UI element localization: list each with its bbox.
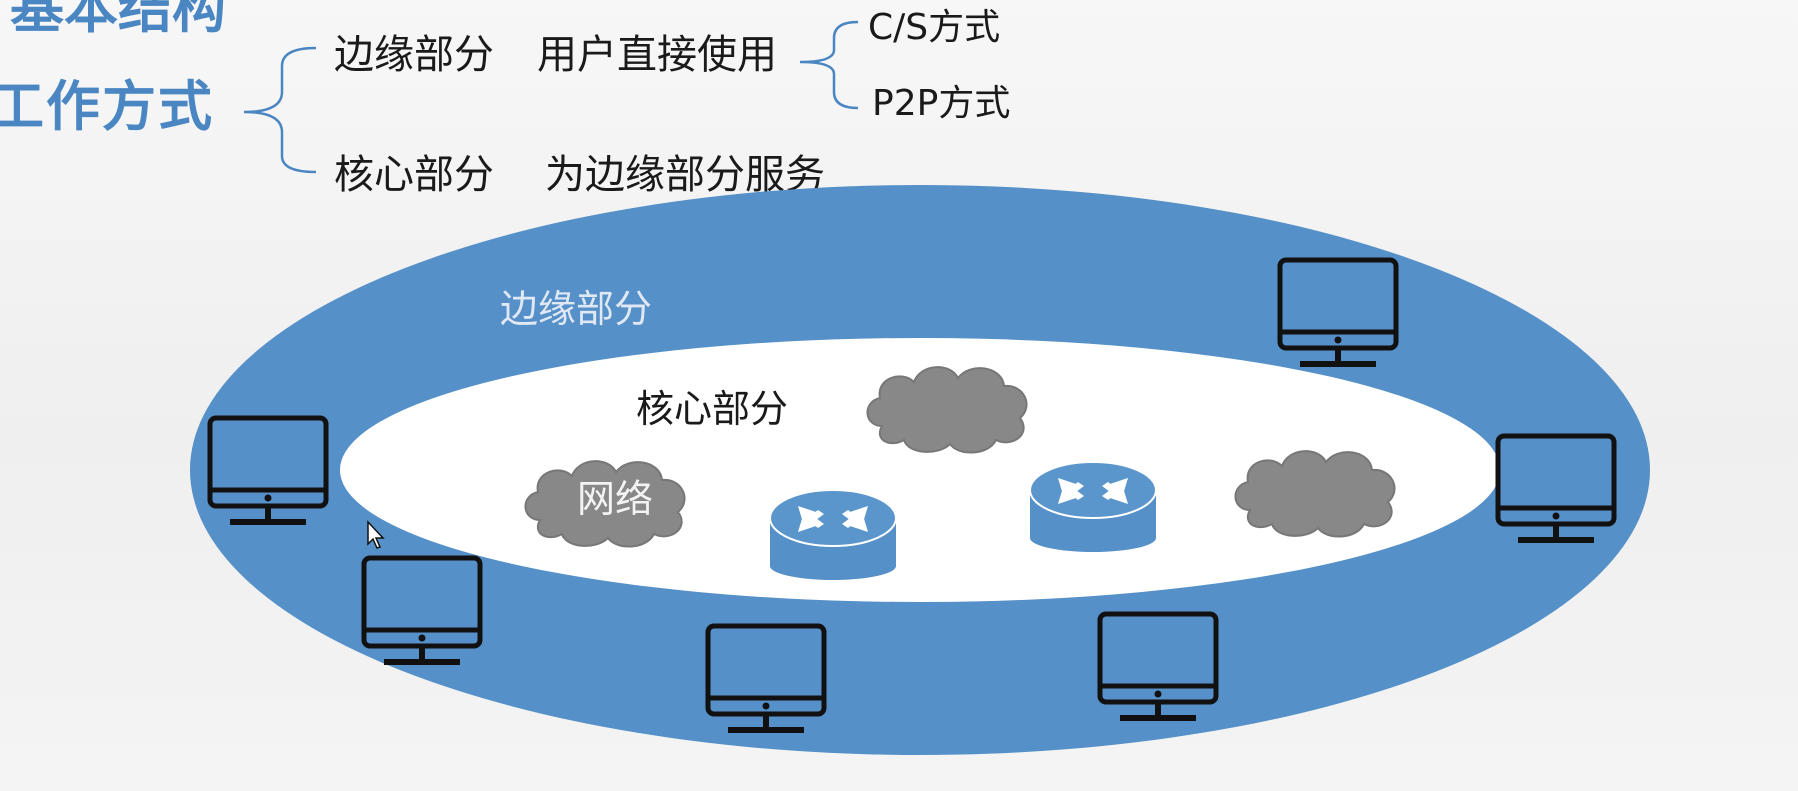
computer-icon [1280,260,1396,364]
heading-work-mode: 工作方式 [0,75,214,138]
cloud-icon [1234,450,1396,538]
computer-icon [1498,436,1614,540]
partial-heading: 基本结构 [10,0,226,40]
core-part-label: 核心部分 [334,152,494,198]
main-brace [243,46,317,174]
computer-icon [364,558,480,662]
cloud-icon [866,366,1028,454]
computer-icon [708,626,824,730]
core-area-label: 核心部分 [636,387,789,431]
mode-p2p: P2P方式 [872,83,1011,124]
computer-icon [210,418,326,522]
mode-cs: C/S方式 [868,7,1001,48]
mode-brace [799,20,859,110]
cloud-network-label: 网络 [577,477,654,521]
router-icon [1029,461,1157,553]
edge-part-label: 边缘部分 [334,32,494,78]
computer-icon [1100,614,1216,718]
edge-ring-label: 边缘部分 [500,287,653,331]
edge-part-desc: 用户直接使用 [537,32,777,78]
core-part-desc: 为边缘部分服务 [545,152,825,198]
router-icon [769,489,897,581]
